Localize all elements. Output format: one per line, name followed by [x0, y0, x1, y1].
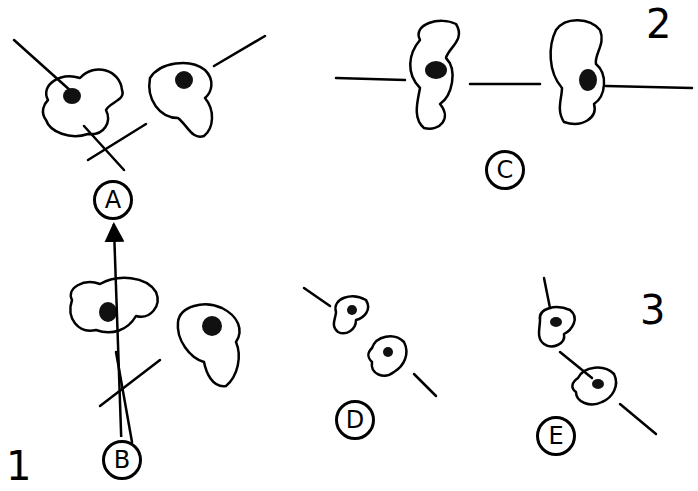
circled-letter: C	[485, 150, 525, 190]
node-letter: C	[497, 158, 514, 182]
node-letter: E	[548, 424, 563, 448]
node-letter: A	[105, 188, 121, 212]
sequence-arrow	[114, 224, 121, 437]
node-letter: D	[346, 408, 364, 432]
circled-letter: A	[93, 180, 133, 220]
circled-letter: E	[536, 416, 576, 456]
section-number: 3	[640, 290, 665, 330]
circled-letter: B	[102, 440, 142, 480]
node-letter: B	[114, 448, 130, 472]
section-number: 1	[6, 446, 31, 486]
section-number: 2	[646, 4, 671, 44]
circled-letter: D	[335, 400, 375, 440]
